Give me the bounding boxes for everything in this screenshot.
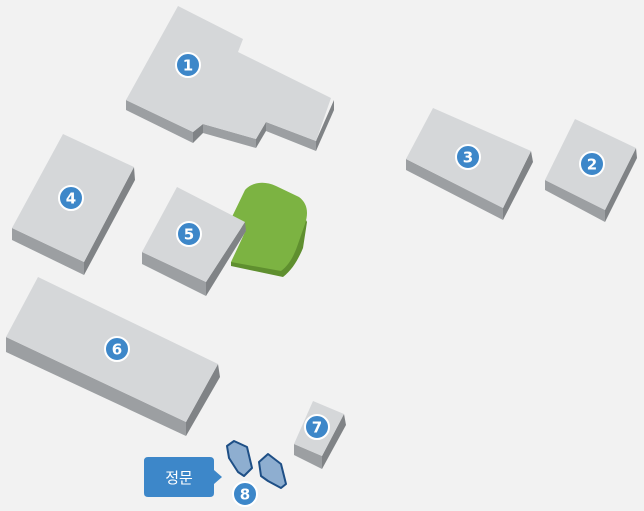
marker-1[interactable]: 1 <box>175 52 201 78</box>
building-1-notch2-right-face <box>256 122 266 148</box>
building-6-right-face <box>186 364 220 436</box>
building-1-notch2-left-face <box>266 122 316 151</box>
marker-4[interactable]: 4 <box>58 185 84 211</box>
marker-4-circle <box>58 185 84 211</box>
green-space-icon <box>230 182 307 271</box>
marker-3-label: 3 <box>463 149 473 167</box>
building-1-right-face <box>316 100 334 151</box>
building-5-left-face <box>142 252 206 296</box>
building-1-top <box>126 6 331 141</box>
building-7-right-face <box>322 414 346 469</box>
main-gate[interactable] <box>226 440 287 489</box>
marker-3-circle <box>455 144 481 170</box>
marker-6-circle <box>104 336 130 362</box>
marker-8-label: 8 <box>240 486 250 504</box>
marker-6[interactable]: 6 <box>104 336 130 362</box>
marker-8[interactable]: 8 <box>232 481 258 507</box>
building-2-left-face <box>545 180 605 222</box>
building-4-right-face <box>84 167 135 275</box>
building-1-left-face <box>126 100 193 143</box>
building-6-left-face <box>6 337 186 436</box>
gate-pillar-icon <box>226 440 253 477</box>
marker-6-label: 6 <box>112 341 122 359</box>
marker-2-label: 2 <box>587 156 597 174</box>
building-4-left-face <box>12 228 84 275</box>
marker-5-circle <box>176 221 202 247</box>
callout-label: 정문 <box>165 469 193 487</box>
marker-1-circle <box>175 52 201 78</box>
marker-1-label: 1 <box>183 57 193 75</box>
marker-2-circle <box>579 151 605 177</box>
building-2-right-face <box>605 148 637 222</box>
marker-7-label: 7 <box>312 419 322 437</box>
marker-4-label: 4 <box>66 190 76 208</box>
marker-3[interactable]: 3 <box>455 144 481 170</box>
building-1-notch-right-face <box>193 124 203 143</box>
marker-5-label: 5 <box>184 226 194 244</box>
marker-7[interactable]: 7 <box>304 414 330 440</box>
building-7-left-face <box>294 444 322 469</box>
building-5-right-face <box>206 222 246 296</box>
building-1[interactable] <box>126 6 334 151</box>
building-3-right-face <box>503 151 533 220</box>
marker-8-circle <box>232 481 258 507</box>
building-3-left-face <box>406 159 503 220</box>
gate-pillar-icon <box>258 453 287 489</box>
marker-2[interactable]: 2 <box>579 151 605 177</box>
marker-7-circle <box>304 414 330 440</box>
marker-5[interactable]: 5 <box>176 221 202 247</box>
green-area <box>230 182 307 277</box>
main-gate-callout[interactable]: 정문 <box>144 457 222 497</box>
callout-bubble <box>144 457 222 497</box>
building-1-notch-left-face <box>203 124 256 148</box>
